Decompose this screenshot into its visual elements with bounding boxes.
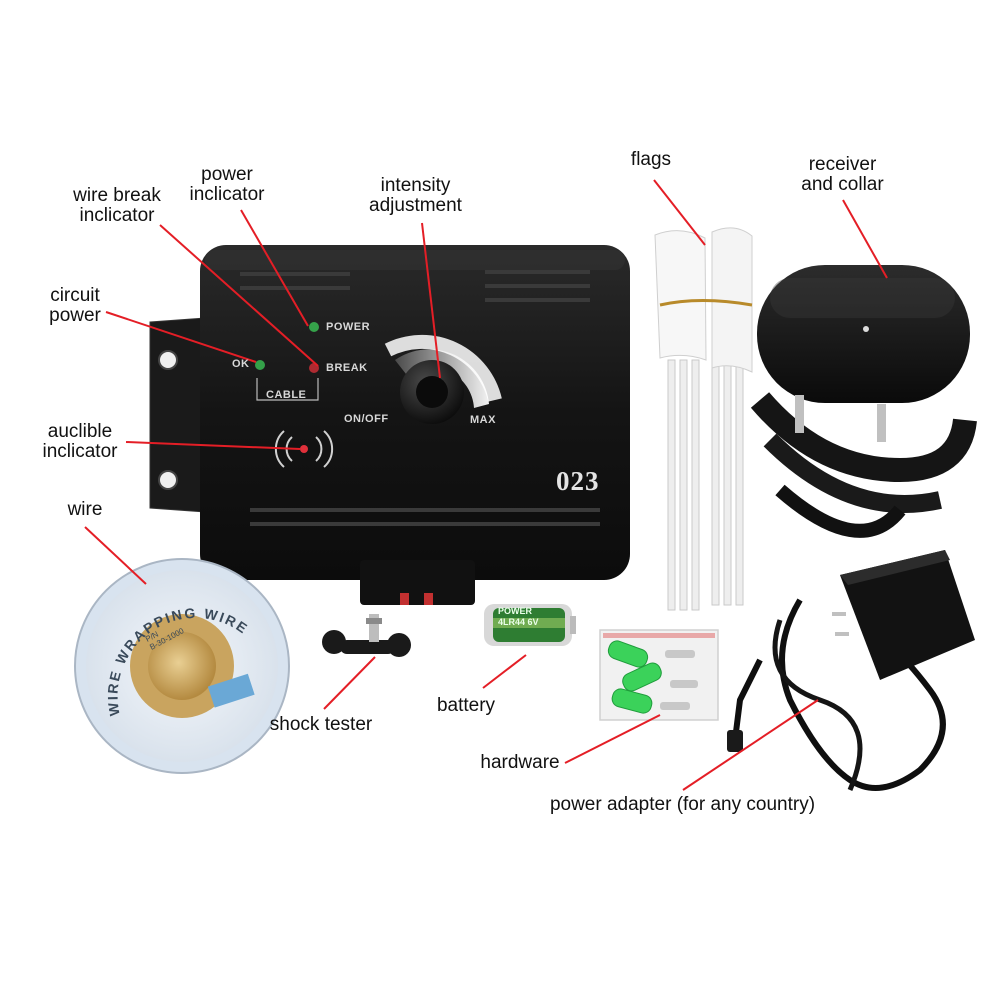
label-flags: flags [630,149,672,170]
callout-line-wire-break [159,224,319,367]
label-wire-break-line1: wire break [73,185,161,206]
callout-line-circuit-power [105,311,257,363]
label-audible-line2: inclicator [42,441,118,462]
label-power-line1: power [201,164,253,185]
panel-ok-label: OK [232,358,250,370]
label-intensity-line2: adjustment [369,195,462,216]
callout-line-hardware [564,714,661,764]
callout-lines [84,179,888,791]
callout-line-audible [125,441,301,450]
label-wire: wire [67,499,103,520]
callout-line-receiver [842,199,888,279]
battery-brand: POWER [498,606,533,616]
label-power-adapter: power adapter (for any country) [549,794,816,815]
panel-power-label: POWER [326,321,371,333]
receiver-and-collar [750,265,977,538]
wire-spool [74,558,290,774]
label-power-line2: inclicator [189,184,265,205]
callout-line-shock-tester [323,656,376,710]
label-power-indicator: power inclicator [182,165,272,205]
flags [654,227,753,611]
callout-line-power-adapter [682,699,819,791]
panel-break-label: BREAK [326,362,368,374]
battery-code: 4LR44 6V [498,617,539,627]
callout-line-battery [482,654,527,689]
label-intensity-adjustment: intensity adjustment [353,176,478,216]
transmitter-unit [149,245,630,605]
label-audible-line1: auclible [47,421,113,442]
label-audible-indicator: auclible inclicator [30,422,130,462]
label-intensity-line1: intensity [380,175,451,196]
label-shock-tester: shock tester [269,714,373,735]
panel-onoff-label: ON/OFF [344,413,389,425]
label-receiver-line2: and collar [801,174,884,195]
label-receiver-and-collar: receiver and collar [785,155,900,195]
hardware-bag [599,629,719,721]
callout-line-wire [84,526,147,585]
callout-line-power-indicator [240,209,309,327]
model-number: 023 [556,466,600,496]
label-hardware: hardware [480,752,560,773]
shock-tester [322,614,411,657]
battery [484,604,576,646]
battery-print: POWER 4LR44 6V [498,606,539,628]
callout-line-intensity [421,222,441,379]
label-wire-break-indicator: wire break inclicator [62,186,172,226]
label-receiver-line1: receiver [808,154,877,175]
panel-max-label: MAX [470,414,496,426]
label-wire-break-line2: inclicator [79,205,155,226]
panel-cable-label: CABLE [266,389,307,401]
label-circuit-power: circuit power [34,286,116,326]
label-battery: battery [436,695,496,716]
power-adapter [727,550,975,791]
label-circuit-line1: circuit [50,285,100,306]
label-circuit-line2: power [49,305,101,326]
callout-line-flags [653,179,706,246]
